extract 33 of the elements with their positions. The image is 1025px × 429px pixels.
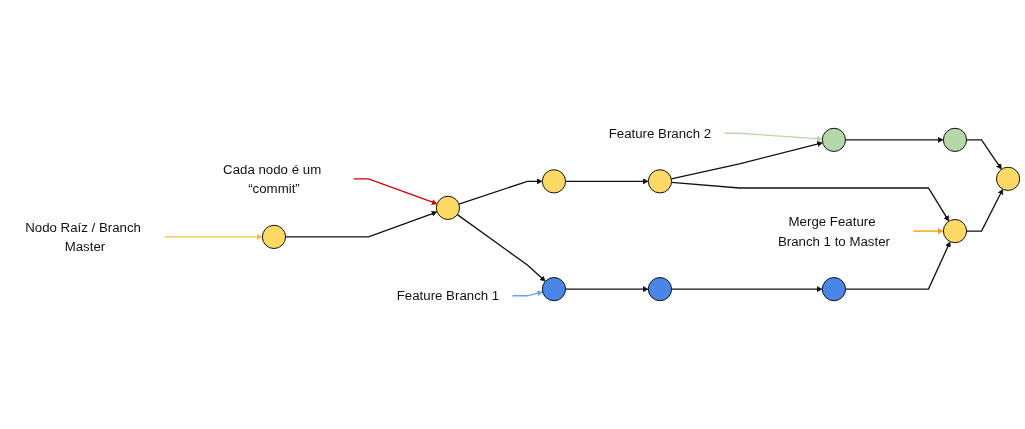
node-circle — [435, 195, 461, 220]
node-circle — [942, 127, 968, 152]
arrow — [511, 290, 543, 297]
arrow — [965, 139, 1002, 170]
arrow — [352, 178, 438, 205]
arrow — [670, 141, 823, 180]
node-text: Feature Branch 1 — [396, 288, 500, 304]
node-circle — [541, 169, 567, 194]
arrow — [456, 214, 546, 282]
arrow — [458, 178, 543, 205]
node-circle — [821, 277, 847, 302]
arrow — [564, 178, 649, 185]
arrow — [284, 210, 438, 238]
node-circle — [821, 127, 847, 152]
node-circle — [647, 277, 673, 302]
node-text: Merge Feature Branch 1 to Master — [777, 213, 890, 249]
arrow — [670, 181, 950, 222]
node-text: Nodo Raíz / Branch Master — [25, 219, 141, 255]
node-circle — [261, 224, 287, 249]
arrow — [844, 136, 944, 143]
arrow — [844, 241, 951, 290]
node-circle — [541, 277, 567, 302]
node-circle — [942, 218, 968, 244]
node-circle — [995, 166, 1021, 191]
arrow — [670, 286, 823, 293]
arrow — [564, 286, 649, 293]
node-circle — [647, 169, 673, 194]
arrow — [163, 233, 263, 240]
arrow — [912, 228, 944, 234]
node-text: Feature Branch 2 — [608, 125, 712, 141]
arrow — [965, 188, 1004, 232]
node-text: Cada nodo é um “commit” — [223, 161, 322, 197]
arrow — [723, 132, 823, 142]
